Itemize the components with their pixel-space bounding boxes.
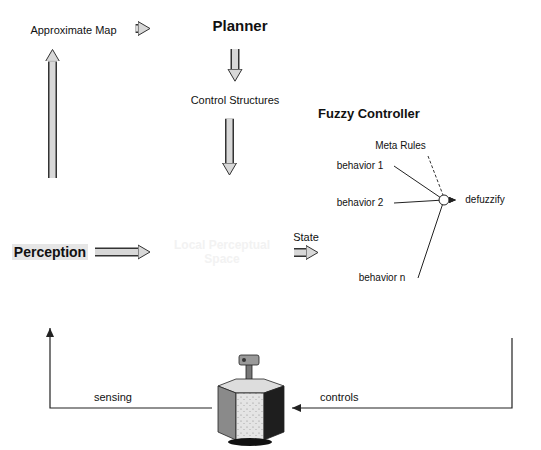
arrow-outline xyxy=(95,248,138,257)
robot-lens xyxy=(242,358,246,362)
signal-arrow xyxy=(418,200,449,278)
node-label: defuzzify xyxy=(465,194,504,206)
panel-outline xyxy=(319,129,520,338)
arrow-body xyxy=(232,49,238,69)
arrow-body xyxy=(95,249,138,255)
combiner-symbol xyxy=(439,195,449,205)
block-arrow xyxy=(229,119,230,163)
block-arrow xyxy=(294,252,306,253)
robot-base xyxy=(228,438,272,446)
block-arrow xyxy=(235,49,236,69)
box-outline xyxy=(151,4,329,49)
node-label: Control Structures xyxy=(191,94,280,107)
controls-line xyxy=(292,338,512,408)
signal-label: controls xyxy=(318,391,361,403)
arrow-line xyxy=(394,166,449,200)
node-label: Perception xyxy=(12,244,88,260)
defuzzify-box: defuzzify xyxy=(456,188,514,212)
robot-right-face xyxy=(264,386,284,440)
rule-box: Meta Rules xyxy=(358,136,443,156)
arrow-line xyxy=(418,200,449,278)
panel-title: Fuzzy Controller xyxy=(318,106,420,121)
arrow-outline xyxy=(231,49,240,69)
behavior-box: behavior n xyxy=(346,268,418,288)
block-arrow xyxy=(136,28,138,29)
arrow-outline xyxy=(136,24,138,33)
box-outline xyxy=(151,176,294,329)
box-outline xyxy=(6,179,95,326)
robot xyxy=(218,355,284,446)
perceptual-space-box: Local Perceptual Space xyxy=(150,175,294,330)
edge-label: State xyxy=(291,231,321,243)
arrow-outline xyxy=(294,248,306,257)
robot-left-face xyxy=(218,386,236,440)
arrow-body xyxy=(227,119,233,163)
ellipse-outline xyxy=(11,9,135,50)
arrow-body xyxy=(136,26,138,32)
block-arrow xyxy=(52,61,53,178)
ellipse-outline xyxy=(166,81,303,119)
box-outline xyxy=(347,269,418,288)
box-outline xyxy=(359,137,442,156)
arrow-outline xyxy=(225,119,234,163)
node-label: behavior n xyxy=(359,272,406,284)
box-outline xyxy=(457,189,514,212)
map-ellipse: Approximate Map xyxy=(10,8,137,52)
planner-box: Planner xyxy=(150,3,330,49)
node-label: Meta Rules xyxy=(375,140,426,152)
box-band xyxy=(6,228,95,275)
behavior-box: behavior 1 xyxy=(326,156,394,176)
arrow-body xyxy=(50,61,56,178)
node-label: Planner xyxy=(212,17,267,34)
box-outline xyxy=(327,157,394,176)
arrow-body xyxy=(294,250,306,256)
signal-arrow xyxy=(394,166,449,200)
perception-box: Perception xyxy=(5,178,95,326)
signal-label: sensing xyxy=(92,391,134,403)
block-arrow xyxy=(95,252,138,253)
arrow-outline xyxy=(48,61,57,178)
node-label: behavior 1 xyxy=(337,160,384,172)
sensing-line xyxy=(50,328,212,408)
behavior-box: behavior 2 xyxy=(326,193,394,213)
robot-camera xyxy=(239,355,259,365)
node-label: behavior 2 xyxy=(337,197,384,209)
structure-ellipse: Control Structures xyxy=(165,80,305,120)
controller-panel: Fuzzy ControllerMeta Rulesbehavior 1beha… xyxy=(318,128,520,338)
meta-rule-line xyxy=(428,156,443,195)
robot-front-face xyxy=(236,393,264,440)
node-label: Local Perceptual Space xyxy=(160,239,284,267)
node-label: Approximate Map xyxy=(30,24,116,37)
box-outline xyxy=(327,194,394,213)
controller-panel-outline xyxy=(318,128,520,338)
